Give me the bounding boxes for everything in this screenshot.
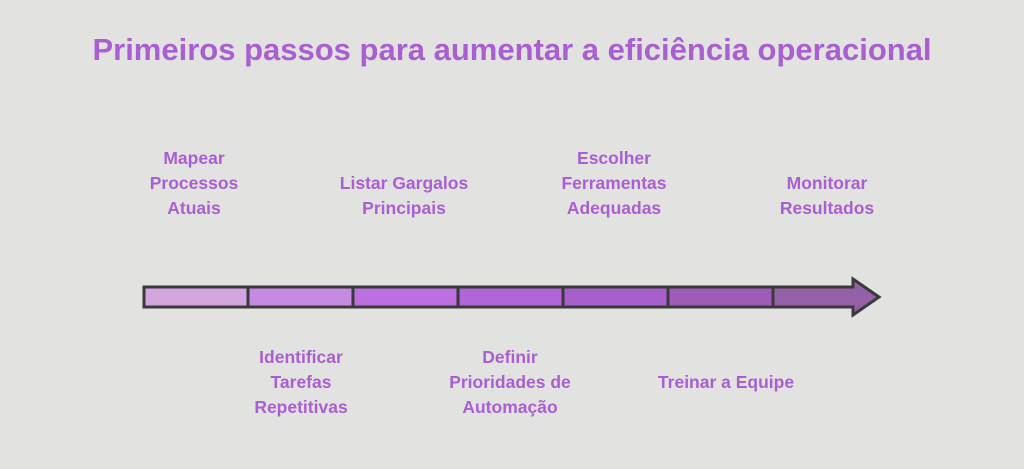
diagram-title: Primeiros passos para aumentar a eficiên… [92, 32, 932, 67]
timeline-segment [561, 285, 670, 309]
step-label: Escolher Ferramentas Adequadas [561, 148, 667, 218]
timeline-segment [771, 276, 882, 318]
timeline-segment [666, 285, 775, 309]
step-label: Definir Prioridades de Automação [449, 347, 571, 417]
step-label: Identificar Tarefas Repetitivas [254, 347, 348, 417]
step-label: Mapear Processos Atuais [149, 148, 239, 218]
timeline-segment [142, 285, 250, 309]
step-label: Treinar a Equipe [657, 372, 795, 392]
timeline-segment [456, 285, 565, 309]
step-label: Listar Gargalos Principais [339, 173, 469, 218]
timeline-segment [246, 285, 355, 309]
timeline-segment [351, 285, 460, 309]
step-label: Monitorar Resultados [779, 173, 875, 218]
